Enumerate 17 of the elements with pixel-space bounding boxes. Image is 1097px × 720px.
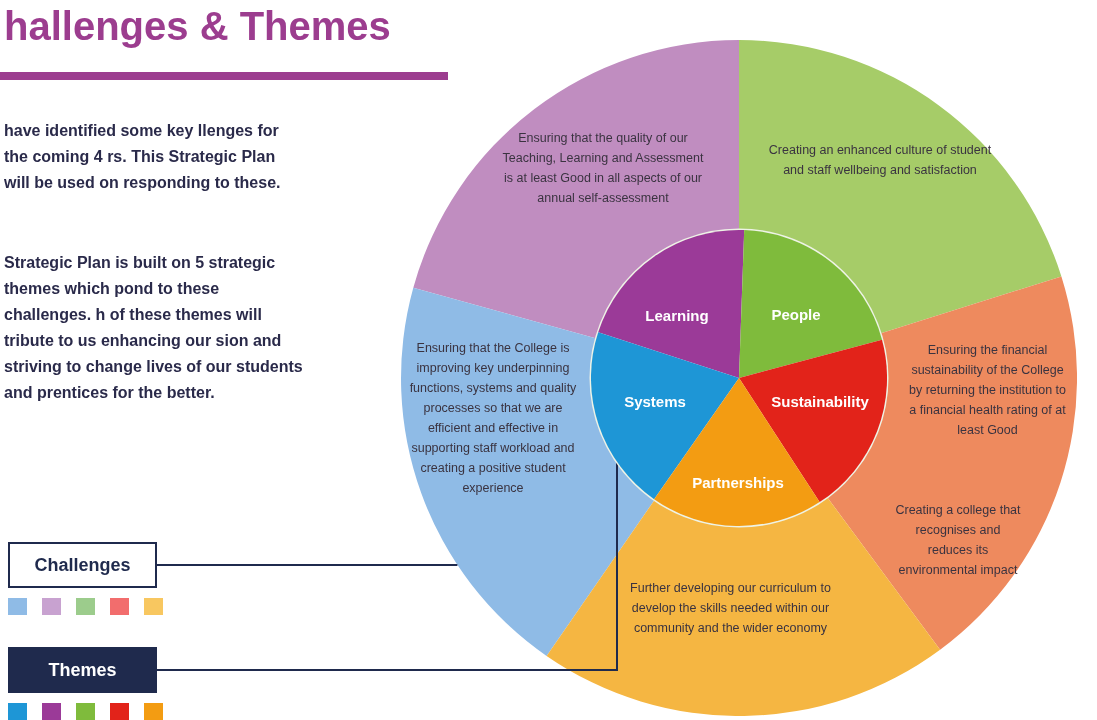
segment-text: Ensuring that the quality of our Teaching, Learning and Assessment is at least Good in all aspects of our annual self-assessment (501, 130, 705, 207)
legend-label: Themes (8, 647, 157, 693)
segment-text: Further developing our curriculum to develop the skills needed within our community and the wider economy (629, 580, 832, 637)
segment-text: Ensuring that the College is improving key underpinning functions, systems and quality processes so that we are efficient and effective in supporting staff workload and creating a positive student experience (408, 340, 578, 497)
legend-label: Challenges (8, 542, 157, 588)
theme-label: Sustainability (771, 392, 869, 410)
leader-line (156, 564, 459, 566)
theme-label: Partnerships (692, 473, 784, 491)
paragraph: have identified some key llenges for the coming 4 rs. This Strategic Plan will be used on responding to these. (4, 121, 282, 193)
paragraph: Strategic Plan is built on 5 strategic themes which pond to these challenges. h of these themes will tribute to us enhancing our sion and striving to change lives of our students and prentices for the better. (4, 253, 304, 403)
segment-text: Ensuring the financial sustainability of the College by returning the institution to a financial health rating of at least Good (907, 342, 1067, 439)
title: hallenges & Themes (4, 4, 391, 49)
theme-label: People (771, 305, 821, 323)
theme-label: Learning (645, 306, 709, 324)
segment-text: Creating an enhanced culture of student and staff wellbeing and satisfaction (767, 142, 993, 179)
segment-text: Creating a college that recognises and reduces its environmental impact (894, 502, 1022, 579)
theme-label: Systems (624, 392, 686, 410)
